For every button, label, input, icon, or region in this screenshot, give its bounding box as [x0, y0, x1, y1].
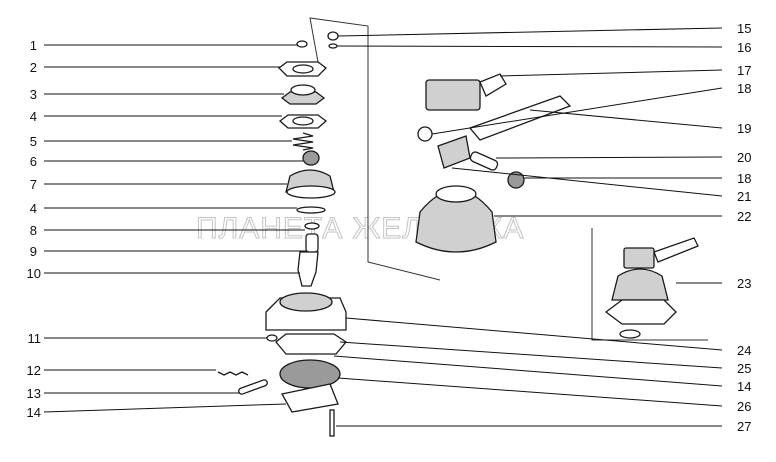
leader-line-14: [43, 403, 287, 413]
part-15-nut: [327, 31, 339, 41]
part-18-bushing: [417, 126, 433, 142]
part-2-flange-hole: [292, 64, 314, 74]
callout-right-21: 21: [737, 189, 751, 204]
leader-line-19: [529, 109, 723, 129]
part-24-housing-opening: [279, 292, 333, 312]
callouts-left: 1 2 3 4 5 6 7 4 8 9 10 11 12 13 14: [27, 38, 41, 420]
part-17-knob-neck: [479, 73, 507, 97]
callout-right-14: 14: [737, 379, 751, 394]
part-8-circlip: [304, 222, 320, 230]
part-21-joint: [437, 135, 471, 169]
callout-right-16: 16: [737, 40, 751, 55]
part-11-washer: [266, 334, 278, 342]
callout-right-18b: 18: [737, 171, 751, 186]
leader-line-14b: [333, 355, 723, 387]
leader-line-26: [337, 377, 723, 407]
central-column-parts: [266, 40, 336, 342]
part-26-cross-plate: [279, 359, 341, 389]
inset-assembly: [604, 237, 699, 339]
part-6-bushing: [302, 150, 320, 166]
part-9-sleeve: [305, 233, 319, 253]
part-25-seal: [275, 333, 347, 355]
part-5-spring: [292, 132, 314, 151]
part-10-lever: [297, 251, 319, 287]
callout-right-25: 25: [737, 361, 751, 376]
leader-line-25: [339, 341, 723, 369]
part-4-ring: [296, 206, 326, 214]
part-13-pin: [238, 379, 268, 395]
part-14-plate: [281, 383, 339, 413]
callout-right-17: 17: [737, 63, 751, 78]
leader-line-21: [451, 167, 723, 197]
part-17-knob: [425, 79, 481, 111]
callout-right-20: 20: [737, 150, 751, 165]
callout-right-18: 18: [737, 81, 751, 96]
right-side-parts: [327, 31, 572, 253]
callout-right-27: 27: [737, 419, 751, 434]
leader-line-16: [336, 45, 723, 48]
callout-left-2: 2: [30, 60, 37, 75]
callout-right-15: 15: [737, 21, 751, 36]
inset-frame-line: [591, 228, 708, 341]
part-4-gasket-hole: [292, 116, 314, 126]
part-19-shaft: [468, 95, 572, 141]
part-23-shaft: [653, 237, 699, 263]
callout-left-8: 8: [30, 223, 37, 238]
leader-lines-right: [333, 27, 723, 427]
assembly-bracket-line: [309, 17, 441, 281]
callout-right-23: 23: [737, 276, 751, 291]
part-3-cover-top: [290, 84, 316, 96]
base-assembly: [217, 292, 347, 437]
part-27-bolt: [329, 409, 335, 437]
part-23-knob: [623, 247, 655, 269]
callout-left-11: 11: [28, 331, 42, 346]
part-18-bushing-lower: [507, 171, 525, 189]
callout-left-7: 7: [30, 177, 37, 192]
callout-left-5: 5: [30, 134, 37, 149]
callout-right-26: 26: [737, 399, 751, 414]
callout-left-12: 12: [27, 363, 41, 378]
part-20-pin: [469, 151, 499, 171]
leader-line-24: [345, 317, 723, 351]
part-23-boot: [611, 268, 669, 301]
part-22-boot-top: [435, 185, 477, 203]
part-7-housing-base: [286, 185, 336, 199]
leader-lines-left: [43, 44, 306, 413]
callout-left-14: 14: [27, 405, 41, 420]
callout-right-24: 24: [737, 343, 751, 358]
callout-left-4b: 4: [30, 201, 37, 216]
group-frame-lines: [309, 17, 708, 341]
leader-line-15: [337, 27, 723, 37]
callouts-right: 15 16 17 18 19 20 18 21 22 23 24 25 14 2…: [737, 21, 751, 434]
leader-line-20: [495, 156, 723, 159]
part-1-nut: [296, 40, 308, 48]
callout-left-3: 3: [30, 87, 37, 102]
callout-left-4: 4: [30, 109, 37, 124]
callout-right-22: 22: [737, 209, 751, 224]
callout-left-10: 10: [27, 266, 41, 281]
part-16-washer: [328, 43, 338, 49]
leader-line-17: [499, 69, 723, 77]
part-23-base: [604, 299, 677, 325]
part-3-cover: [280, 91, 326, 105]
callout-left-1: 1: [30, 38, 37, 53]
part-12-spring: [217, 371, 249, 376]
leader-line-18: [431, 87, 723, 135]
callout-left-9: 9: [30, 244, 37, 259]
callout-left-13: 13: [27, 386, 41, 401]
callout-left-6: 6: [30, 154, 37, 169]
part-23-foot: [619, 329, 641, 339]
callout-right-19: 19: [737, 121, 751, 136]
